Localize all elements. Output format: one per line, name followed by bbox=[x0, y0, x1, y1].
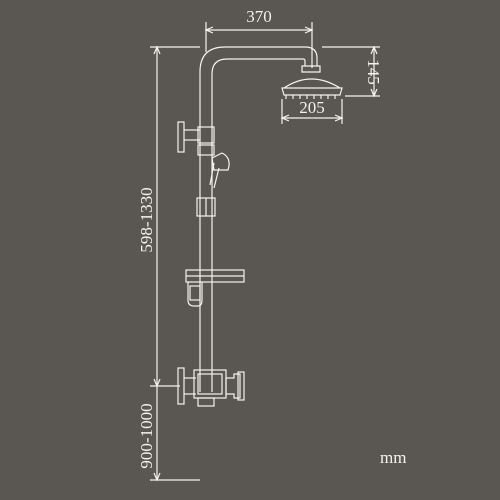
arm-width-dimension bbox=[204, 22, 314, 68]
arm-width-label: 370 bbox=[246, 7, 272, 26]
upper-wall-bracket bbox=[177, 121, 215, 153]
head-height-label: 145 bbox=[364, 59, 383, 85]
shower-pipe bbox=[199, 46, 318, 392]
head-diameter-dimension bbox=[280, 99, 344, 124]
adjustable-height-dimension bbox=[150, 45, 200, 388]
head-height-dimension bbox=[322, 45, 380, 98]
soap-dish bbox=[185, 269, 245, 307]
unit-label: mm bbox=[380, 448, 407, 467]
mixer-height-dimension bbox=[150, 386, 200, 482]
rain-shower-head bbox=[281, 65, 343, 99]
hand-shower bbox=[196, 144, 230, 217]
head-diameter-label: 205 bbox=[299, 98, 325, 117]
adjustable-height-label: 598-1330 bbox=[137, 187, 156, 252]
mixer-height-label: 900-1000 bbox=[137, 403, 156, 468]
mixer-valve bbox=[177, 367, 245, 407]
